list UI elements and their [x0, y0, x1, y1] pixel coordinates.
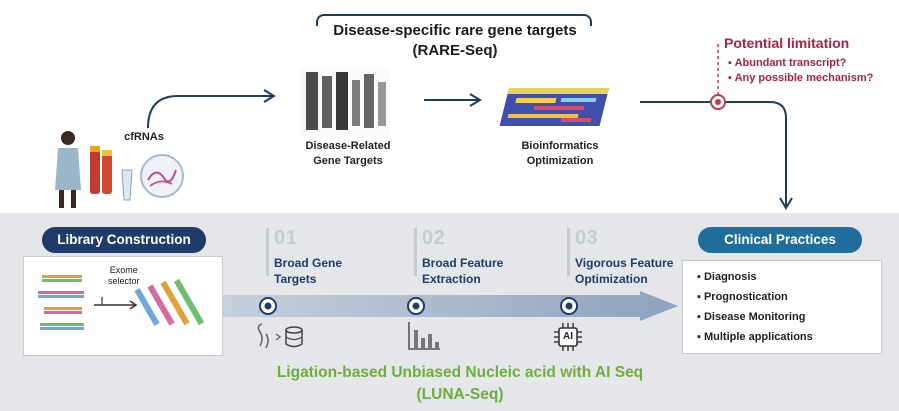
rare-seq-title: Disease-specific rare gene targets (RARE… — [300, 21, 610, 61]
limitation-item-text: Abundant transcript? — [734, 57, 847, 69]
library-illustration — [38, 275, 205, 330]
clinical-practices-pill: Clinical Practices — [698, 227, 862, 253]
step-divider — [266, 228, 269, 276]
flow-connectors — [147, 44, 793, 210]
gel-blot-image — [300, 68, 390, 136]
rna-petri-icon — [140, 154, 184, 198]
library-construction-pill: Library Construction — [42, 227, 206, 253]
bar-chart-icon — [408, 322, 440, 350]
step-marker-icon — [560, 297, 578, 315]
luna-seq-title: Ligation-based Unbiased Nucleic acid wit… — [276, 364, 644, 381]
step-text: Broad Gene Targets — [274, 255, 384, 287]
limitation-item: ▪ Abundant transcript? — [728, 57, 846, 69]
step-marker-icon — [407, 297, 425, 315]
step-text-line2: Optimization — [575, 272, 648, 286]
clinical-item-text: Prognostication — [703, 291, 788, 303]
gene-targets-line2: Gene Targets — [313, 155, 383, 167]
gene-to-database-icon — [257, 323, 303, 349]
step-text: Broad Feature Extraction — [422, 255, 542, 287]
bioinfo-line2: Optimization — [526, 155, 594, 167]
cfrnas-label: cfRNAs — [124, 131, 164, 143]
step-divider — [414, 228, 417, 276]
gene-targets-label: Disease-Related Gene Targets — [300, 139, 396, 169]
step-text-line1: Broad Gene — [274, 256, 343, 270]
gene-targets-line1: Disease-Related — [305, 140, 391, 152]
bullet-square-icon: ▪ — [697, 331, 701, 343]
exome-selector-label: Exome selector — [108, 265, 140, 287]
exome-line1: Exome — [109, 265, 138, 275]
step-text: Vigorous Feature Optimization — [575, 255, 705, 287]
bioinformatics-heatmap-image — [500, 88, 610, 126]
ai-chip-label: AI — [563, 331, 573, 342]
bioinfo-label: Bioinformatics Optimization — [512, 139, 608, 169]
bullet-square-icon: ▪ — [728, 72, 732, 84]
bioinfo-line1: Bioinformatics — [521, 140, 599, 152]
rare-seq-title-line2: (RARE-Seq) — [412, 42, 498, 59]
limitation-title: Potential limitation — [724, 35, 850, 51]
bullet-square-icon: ▪ — [697, 291, 701, 303]
bullet-square-icon: ▪ — [697, 311, 701, 323]
step-number: 02 — [422, 227, 446, 249]
clinical-item-text: Disease Monitoring — [703, 311, 806, 323]
clinical-item-text: Multiple applications — [703, 331, 813, 343]
clinical-item: ▪ Diagnosis — [697, 267, 757, 287]
exome-line2: selector — [108, 276, 140, 286]
clinical-item: ▪ Disease Monitoring — [697, 307, 805, 327]
step-marker-icon — [259, 297, 277, 315]
step-divider — [567, 228, 570, 276]
step-markers — [259, 297, 578, 315]
pipeline-arrow — [200, 291, 678, 321]
exome-strands-icon — [134, 278, 205, 326]
dna-fragments-icon — [38, 275, 84, 330]
blood-tubes-icon — [90, 146, 112, 194]
step-text-line2: Targets — [274, 272, 317, 286]
vial-icon — [121, 169, 133, 201]
patient-icon — [55, 131, 81, 208]
ai-chip-icon: AI — [553, 322, 583, 352]
limitation-item: ▪ Any possible mechanism? — [728, 72, 873, 84]
clinical-practices-box: ▪ Diagnosis ▪ Prognostication ▪ Disease … — [682, 260, 882, 354]
clinical-item: ▪ Prognostication — [697, 287, 788, 307]
title-bracket — [316, 14, 592, 26]
library-construction-box: Exome selector — [23, 256, 223, 356]
rare-seq-title-line1: Disease-specific rare gene targets — [333, 22, 577, 39]
clinical-item: ▪ Multiple applications — [697, 327, 813, 347]
limitation-item-text: Any possible mechanism? — [734, 72, 874, 84]
step-number: 03 — [575, 227, 599, 249]
step-text-line1: Broad Feature — [422, 256, 504, 270]
step-text-line1: Vigorous Feature — [575, 256, 674, 270]
luna-seq-subtitle: (LUNA-Seq) — [416, 386, 504, 403]
bullet-square-icon: ▪ — [728, 57, 732, 69]
patient-sample-illustration — [55, 131, 184, 208]
step-text-line2: Extraction — [422, 272, 481, 286]
clinical-item-text: Diagnosis — [703, 271, 757, 283]
step-number: 01 — [274, 227, 298, 249]
bullet-square-icon: ▪ — [697, 271, 701, 283]
